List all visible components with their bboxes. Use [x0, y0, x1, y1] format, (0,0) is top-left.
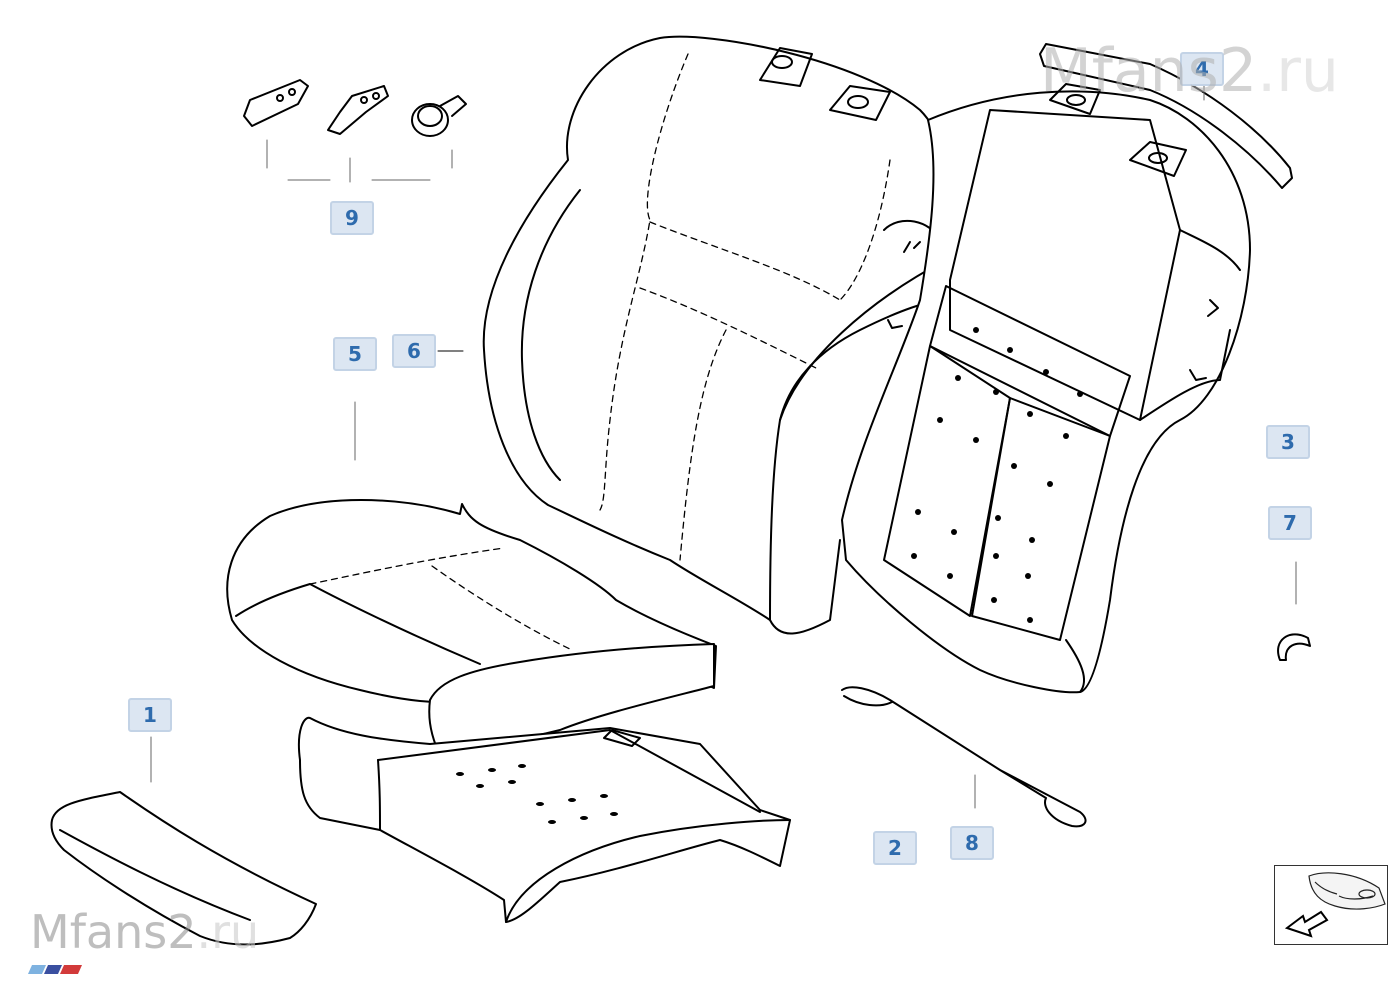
callout-1[interactable]: 1 — [128, 698, 172, 732]
callout-4[interactable]: 4 — [1180, 52, 1224, 86]
brand-stripes — [28, 965, 82, 974]
seat-cushion-cover — [226, 499, 717, 748]
backrest-cover — [482, 35, 949, 635]
cable — [841, 686, 1087, 828]
bolt — [411, 95, 467, 137]
clip — [1277, 561, 1311, 661]
foam-dots — [911, 327, 1083, 623]
callout-9[interactable]: 9 — [330, 201, 374, 235]
callout-6[interactable]: 6 — [392, 334, 436, 368]
bracket-right — [327, 85, 389, 135]
watermark-top: Mfans2.ru — [1040, 36, 1339, 106]
callout-7[interactable]: 7 — [1268, 506, 1312, 540]
callout-8[interactable]: 8 — [950, 826, 994, 860]
watermark-bottom: Mfans2.ru — [30, 905, 260, 959]
callout-2[interactable]: 2 — [873, 831, 917, 865]
callout-5[interactable]: 5 — [333, 337, 377, 371]
bracket-left — [243, 79, 309, 127]
leader-9 — [266, 139, 453, 183]
callout-3[interactable]: 3 — [1266, 425, 1310, 459]
nav-thumbnail[interactable] — [1274, 865, 1388, 945]
seat-base — [298, 716, 791, 923]
backrest-frame — [841, 83, 1251, 694]
next-diagram-arrow-icon — [1284, 872, 1386, 938]
seat-base-dots — [456, 764, 618, 824]
thigh-support — [50, 736, 317, 946]
